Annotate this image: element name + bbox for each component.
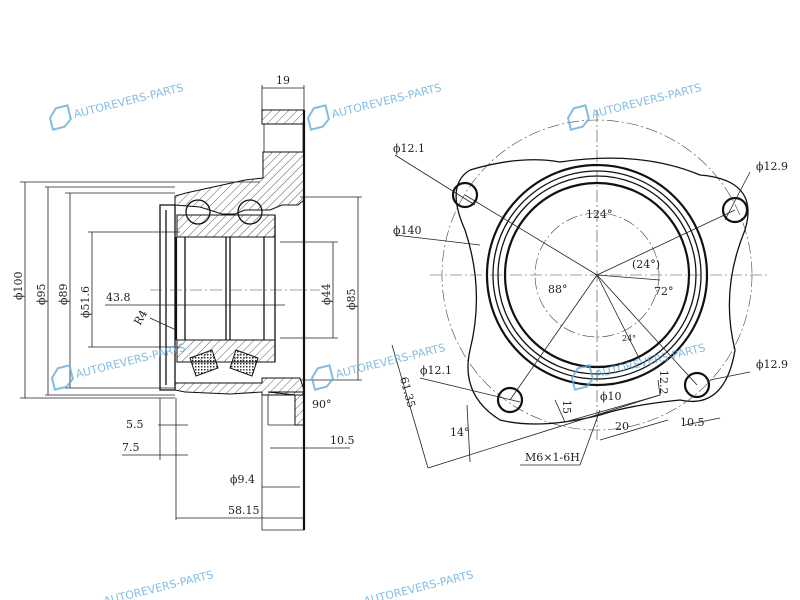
dim-angle-88: 88° [548,283,568,296]
watermark-text: AUTOREVERS-PARTS [590,81,702,121]
dim-5-5: 5.5 [126,418,144,431]
watermark-logo-icon [570,364,594,391]
side-dimension-labels: 19 ϕ100 ϕ95 ϕ89 ϕ51.6 43.8 R4 ϕ44 ϕ85 90… [12,74,358,517]
watermark: AUTOREVERS-PARTS [102,568,214,600]
watermark: AUTOREVERS-PARTS [362,568,474,600]
bolt-holes [451,181,749,414]
dim-angle-72: 72° [654,285,674,298]
dim-12-2: 12.2 [657,370,670,395]
bolt-hole-bottom-right [683,371,711,399]
front-dimension-lines [391,154,751,469]
watermark-text: AUTOREVERS-PARTS [102,568,214,600]
dim-angle-24: 24° [622,334,636,343]
dim-angle-90: 90° [312,398,332,411]
dim-58-15: 58.15 [228,504,260,517]
dim-flange-width: 19 [276,74,290,87]
dim-d9-4: ϕ9.4 [230,473,255,486]
ball-top-left [185,199,211,225]
dimension-lines [20,85,362,520]
watermark: AUTOREVERS-PARTS [48,81,185,131]
bolt-hole-top-left [451,181,479,209]
hub-upper [174,151,305,215]
bolt-hole-top-right [721,196,749,224]
flange-outline [455,157,749,425]
flange-top [261,109,305,125]
front-view: ϕ12.1 ϕ140 124° (24°) 88° 72° 24° ϕ12.1 … [391,110,788,469]
watermark-logo-icon [566,104,590,131]
roller-bottom-right [229,349,259,377]
dim-d140: ϕ140 [393,224,422,237]
bolt-hole-bottom-left [496,386,524,414]
roller-bottom-left [189,349,219,377]
dim-61-35: 61.35 [397,375,418,409]
dim-angle-24-ref: (24°) [632,258,660,271]
dim-angle-14: 14° [450,426,470,439]
dim-hole-top-right: ϕ12.9 [756,160,788,173]
watermark-logo-icon [50,364,74,391]
ball-top-right [237,199,263,225]
dim-hole-bottom-left: ϕ12.1 [420,364,452,377]
dim-20: 20 [615,420,629,433]
watermark-logo-icon [310,364,334,391]
dim-10-5: 10.5 [330,434,355,447]
side-section-view: 19 ϕ100 ϕ95 ϕ89 ϕ51.6 43.8 R4 ϕ44 ϕ85 90… [12,74,362,531]
watermark: AUTOREVERS-PARTS [570,341,707,391]
dim-hole-top-left: ϕ12.1 [393,142,425,155]
dim-d95: ϕ95 [35,284,48,306]
watermark: AUTOREVERS-PARTS [306,81,443,131]
dim-r4: R4 [131,308,150,328]
watermark: AUTOREVERS-PARTS [50,341,187,391]
dim-15: 15 [560,400,573,414]
watermark: AUTOREVERS-PARTS [566,81,703,131]
watermark-text: AUTOREVERS-PARTS [72,81,184,121]
dim-d85: ϕ85 [345,289,358,311]
dim-d10: ϕ10 [600,390,622,403]
dim-hole-bottom-right: ϕ12.9 [756,358,788,371]
dim-d100: ϕ100 [12,272,25,301]
watermark-logo-icon [48,104,72,131]
dim-7-5: 7.5 [122,441,140,454]
flange-bottom [267,391,305,426]
dim-d44: ϕ44 [320,284,333,306]
dim-43-8: 43.8 [106,291,131,304]
dim-angle-124: 124° [586,208,613,221]
dim-10-5-front: 10.5 [680,416,705,429]
dim-d51-6: ϕ51.6 [79,286,92,318]
watermark-text: AUTOREVERS-PARTS [330,81,442,121]
watermark-logo-icon [306,104,330,131]
dim-thread: M6×1-6H [525,451,580,464]
dim-d89: ϕ89 [57,284,70,306]
watermarks: AUTOREVERS-PARTS AUTOREVERS-PARTS AUTORE… [48,81,707,600]
watermark-text: AUTOREVERS-PARTS [362,568,474,600]
